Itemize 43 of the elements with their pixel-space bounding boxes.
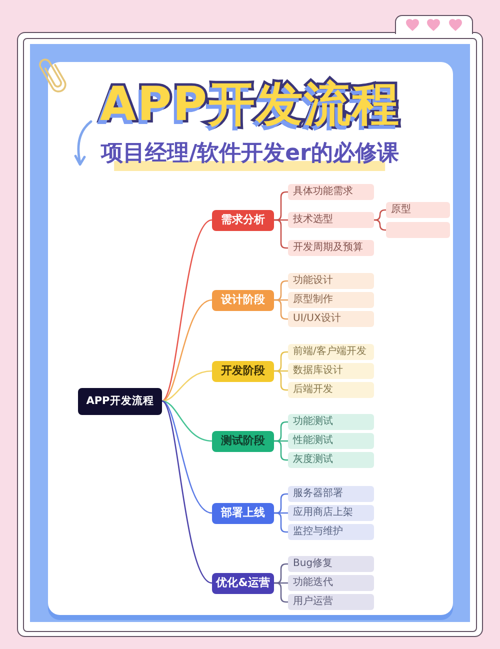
- task-box: 服务器部署: [288, 486, 374, 502]
- task-box: 前端/客户端开发: [288, 344, 374, 360]
- root-topic-box: APP开发流程: [78, 388, 162, 414]
- task-box: 数据库设计: [288, 363, 374, 379]
- task-box: 原型制作: [288, 292, 374, 308]
- option-box: [386, 222, 450, 238]
- task-box: 开发周期及预算: [288, 240, 374, 256]
- connector-line: [273, 582, 289, 603]
- connector-line: [273, 219, 289, 249]
- task-box: 具体功能需求: [288, 184, 374, 200]
- task-box: 灰度测试: [288, 452, 374, 468]
- main-title: APP开发流程: [100, 78, 400, 132]
- task-box: 性能测试: [288, 433, 374, 449]
- task-box: 功能设计: [288, 273, 374, 289]
- stage-box: 测试阶段: [212, 430, 274, 452]
- connector-line: [273, 440, 289, 461]
- connector-line: [373, 209, 387, 221]
- connector-line: [273, 512, 289, 533]
- connector-line: [161, 299, 213, 402]
- task-box: 应用商店上架: [288, 505, 374, 521]
- task-box: 用户运营: [288, 594, 374, 610]
- stage-box: 需求分析: [212, 210, 274, 230]
- option-box: 原型: [386, 202, 450, 218]
- stage-box: 部署上线: [212, 502, 274, 524]
- connector-line: [273, 370, 289, 391]
- connector-line: [161, 400, 213, 584]
- connector-line: [161, 370, 213, 402]
- highlighted-subtitle: 项目经理/软件开发er的必修课: [101, 140, 399, 171]
- stage-box: 优化&运营: [212, 572, 274, 594]
- task-box: 功能测试: [288, 414, 374, 430]
- task-box: Bug修复: [288, 556, 374, 572]
- task-box: UI/UX设计: [288, 311, 374, 327]
- connector-line: [161, 400, 213, 514]
- connector-line: [161, 400, 213, 442]
- stage-box: 设计阶段: [212, 290, 274, 310]
- task-box: 功能迭代: [288, 575, 374, 591]
- connector-line: [373, 219, 387, 231]
- task-box: 后端开发: [288, 382, 374, 398]
- stage-box: 开发阶段: [212, 360, 274, 382]
- connector-line: [273, 299, 289, 320]
- task-box: 技术选型: [288, 212, 374, 228]
- connector-line: [161, 219, 213, 402]
- task-box: 监控与维护: [288, 524, 374, 540]
